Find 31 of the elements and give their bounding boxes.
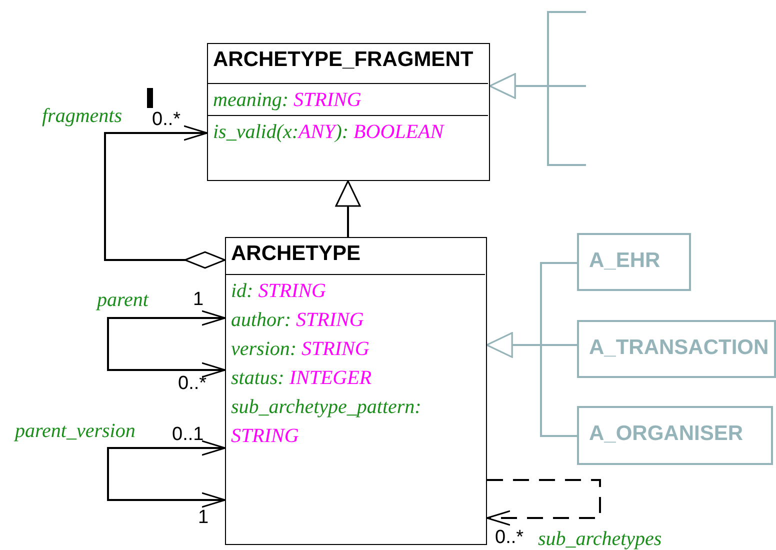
role-name: fragments (42, 105, 122, 127)
association-line (107, 440, 226, 508)
association-line (486, 479, 601, 526)
multiplicity: 0..1 (172, 425, 204, 445)
generalization-arrow (486, 332, 577, 437)
attribute-text: version: STRING (231, 337, 370, 362)
multiplicity: 0..* (152, 110, 181, 130)
role-name: sub_archetypes (538, 528, 662, 550)
multiplicity: 0..* (495, 528, 524, 548)
class-box (577, 320, 776, 378)
multiplicity: 0..* (178, 374, 207, 394)
attribute-text: author: STRING (231, 308, 365, 333)
multiplicity: 1 (193, 290, 204, 310)
class-name: A_EHR (588, 248, 662, 274)
class-box (577, 233, 691, 291)
class-name: ARCHETYPE_FRAGMENT (212, 47, 474, 73)
association-line (107, 310, 226, 378)
attribute-text: is_valid(x:ANY): BOOLEAN (213, 120, 446, 145)
class-name: A_ORGANISER (588, 421, 744, 447)
class-box (577, 406, 773, 465)
multiplicity: 1 (198, 508, 209, 528)
association-line (104, 125, 226, 269)
attribute-text: status: INTEGER (231, 366, 373, 391)
class-name: ARCHETYPE (230, 241, 362, 267)
class-name: A_TRANSACTION (588, 335, 770, 361)
attribute-text: meaning: STRING (213, 88, 362, 113)
attribute-text: id: STRING (231, 279, 328, 304)
generalization-arrow (335, 180, 361, 237)
class-box (207, 43, 490, 181)
attribute-text: sub_archetype_pattern: STRING (231, 395, 422, 449)
generalization-arrow (489, 73, 586, 166)
